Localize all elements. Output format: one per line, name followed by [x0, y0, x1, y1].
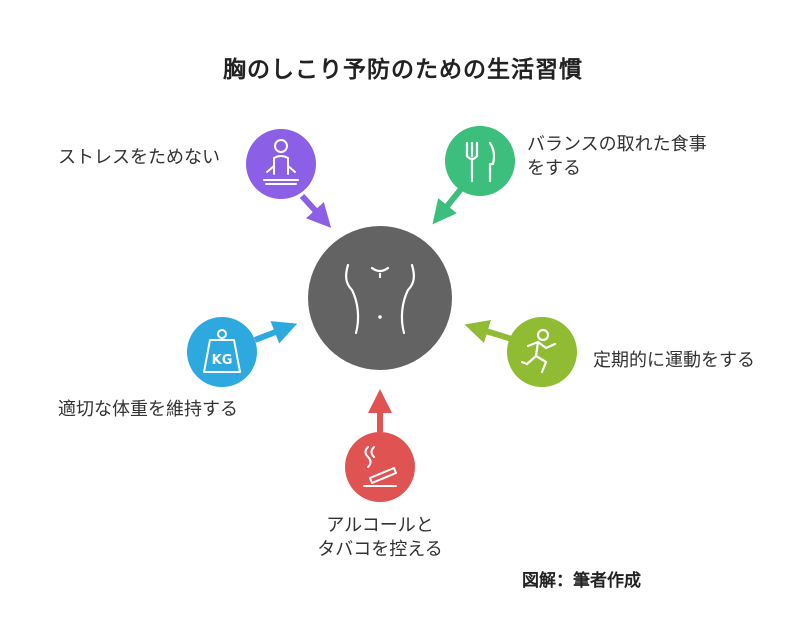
diet-label-line1: バランスの取れた食事 — [527, 134, 707, 155]
no-smoking-icon — [363, 446, 397, 487]
diagram-title: 胸のしこり予防のための生活習慣 — [223, 57, 583, 83]
smoking-label-line1: アルコールと — [326, 515, 434, 536]
stress-label-line1: ストレスをためない — [58, 147, 220, 168]
running-icon — [520, 328, 557, 374]
arrow-weight — [253, 321, 298, 344]
weight-kg-icon — [203, 329, 241, 373]
arrow-exercise — [464, 320, 516, 343]
exercise-circle — [507, 317, 577, 387]
center-circle — [308, 226, 452, 370]
weight-label: 適切な体重を維持する — [58, 398, 238, 422]
stress-label: ストレスをためない — [58, 146, 220, 170]
arrow-diet — [432, 187, 464, 225]
diet-label-line2: をする — [527, 158, 581, 179]
stress-circle — [246, 129, 316, 199]
diet-label: バランスの取れた食事 をする — [527, 133, 707, 181]
diet-circle — [445, 126, 515, 196]
smoking-label-line2: タバコを控える — [317, 539, 443, 560]
weight-label-line1: 適切な体重を維持する — [58, 399, 238, 420]
smoking-circle — [345, 432, 415, 502]
weight-circle — [187, 317, 257, 387]
torso-icon — [345, 263, 415, 335]
smoking-label: アルコールと タバコを控える — [280, 514, 480, 562]
weight-icon-text: KG — [212, 353, 233, 368]
arrow-stress — [299, 193, 332, 228]
figure-credit: 図解：筆者作成 — [522, 571, 641, 591]
fork-knife-icon — [465, 141, 496, 183]
meditation-icon — [263, 139, 299, 185]
exercise-label: 定期的に運動をする — [593, 349, 755, 373]
exercise-label-line1: 定期的に運動をする — [593, 350, 755, 371]
